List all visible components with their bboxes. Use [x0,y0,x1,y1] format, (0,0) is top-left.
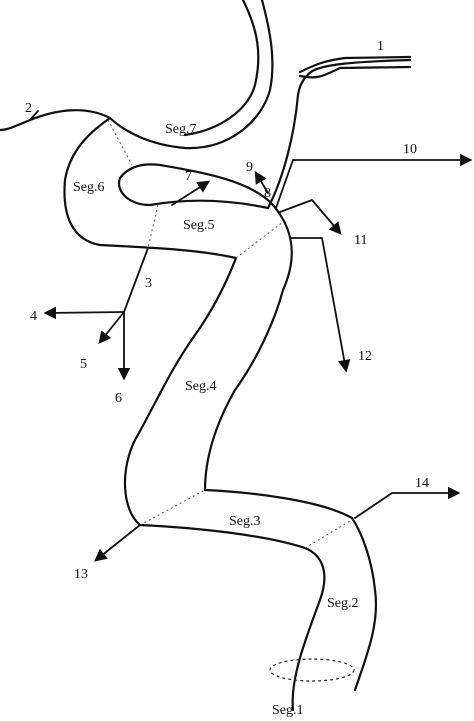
branch-7-arrow [171,180,211,206]
branch-label-5: 5 [80,357,87,372]
branch-12-arrow [289,237,351,373]
branch-label-12: 12 [358,349,372,364]
branch-2-vessel [29,110,39,121]
branch-label-10: 10 [403,142,417,157]
branch-11-arrow [279,199,342,235]
branch-1-vessel-bottom [298,65,412,79]
seg1-ring [269,658,355,682]
divider-seg3-seg4 [139,489,206,526]
segment-label-1: Seg.1 [272,703,304,718]
branch-label-3: 3 [145,276,152,291]
branch-5-arrow [98,311,125,344]
segment-label-3: Seg.3 [229,514,261,529]
branch-label-13: 13 [74,567,88,582]
vessel-outer-wall [0,109,326,712]
divider-seg2-seg3 [304,517,356,549]
branch-4-arrow [43,306,125,320]
branch-9-arrow [254,170,269,194]
branch-label-4: 4 [30,309,37,324]
segment-label-4: Seg.4 [185,379,217,394]
branch-label-1: 1 [377,39,384,54]
segment-label-5: Seg.5 [183,218,215,233]
segment-label-6: Seg.6 [73,180,105,195]
branch-label-9: 9 [246,160,253,175]
branch-13-arrow [94,524,141,562]
branch-1-vessel-top [298,55,412,74]
divider-seg6-seg7 [107,119,133,166]
branch-label-8: 8 [264,186,271,201]
segment-label-7: Seg.7 [165,122,197,137]
segment-label-2: Seg.2 [327,596,359,611]
vessel-upper-bend [108,0,274,150]
branch-14-arrow [354,486,461,519]
branch-10-arrow [275,153,473,209]
branch-label-6: 6 [115,391,122,406]
branch-3-stem [123,247,149,313]
vessel-upper-bend-inner [183,0,260,137]
branch-label-7: 7 [185,169,192,184]
branch-label-11: 11 [354,233,367,248]
divider-seg4-seg5 [235,221,284,259]
divider-seg5-seg6 [147,204,159,249]
branch-label-2: 2 [25,101,32,116]
branch-label-14: 14 [415,476,429,491]
vessel-inner-wall [117,58,412,692]
